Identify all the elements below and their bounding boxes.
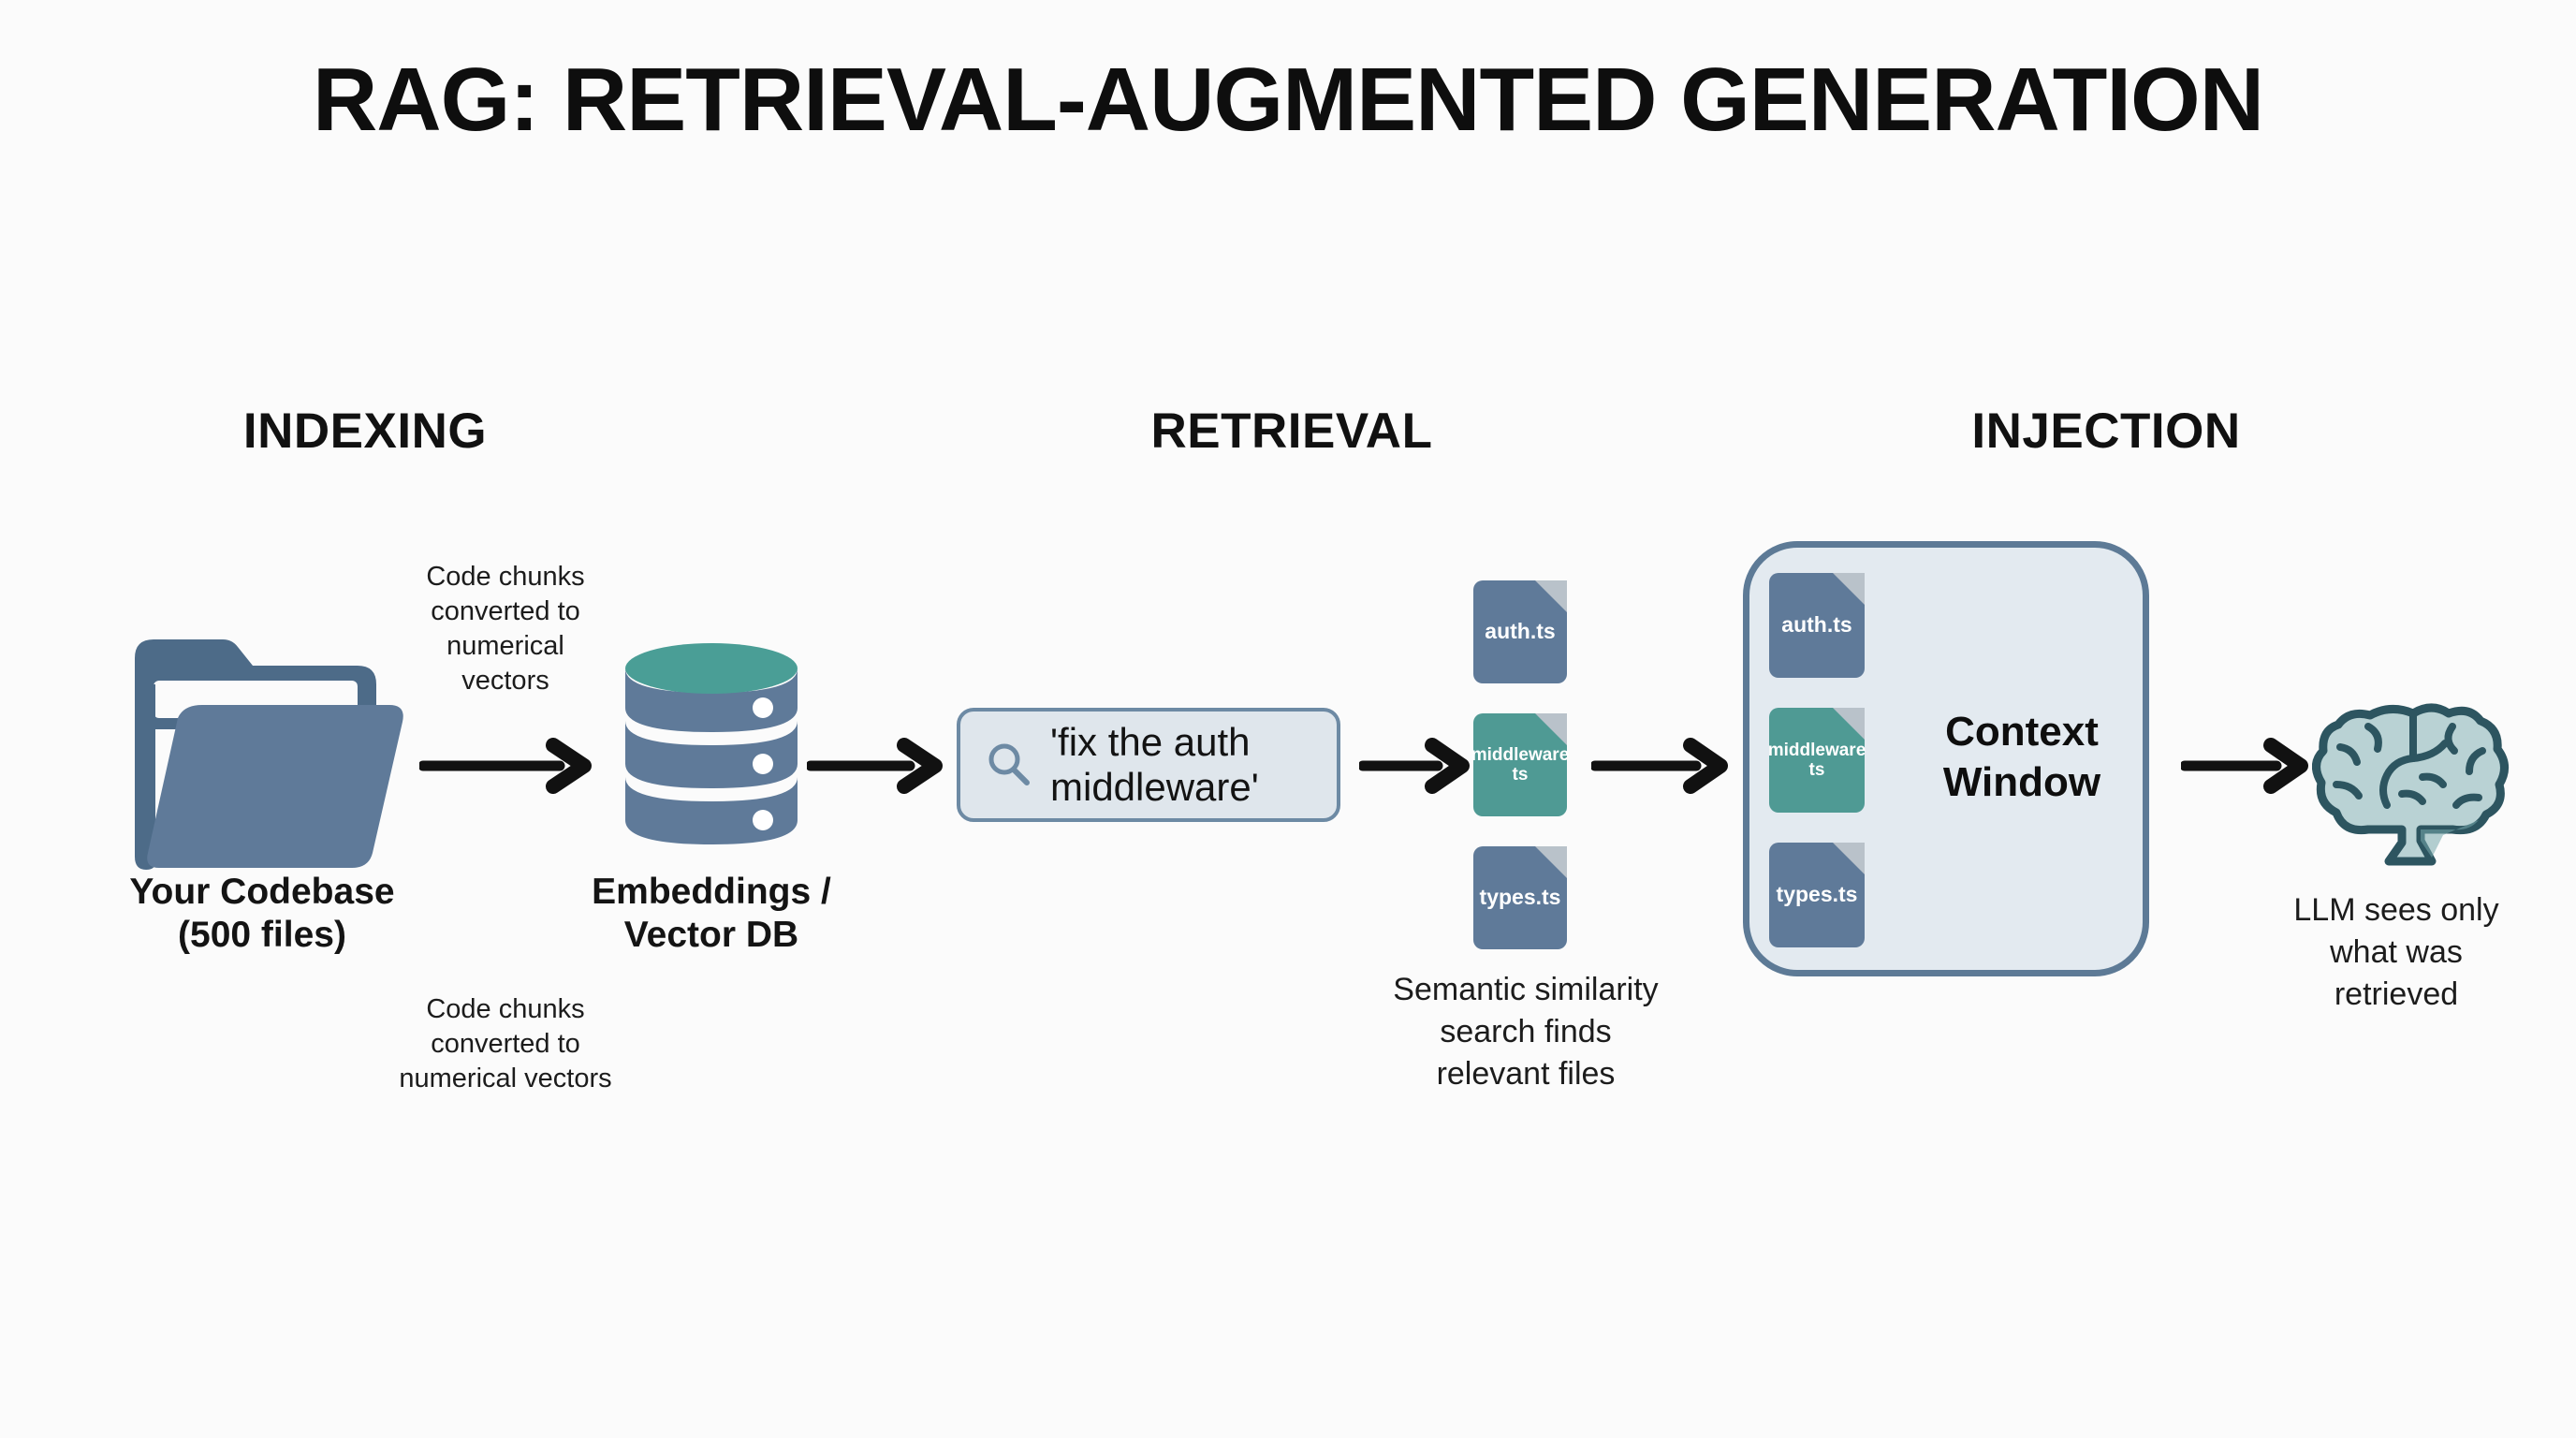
arrow-folder-to-db (419, 738, 597, 794)
page-fold-corner (1833, 708, 1865, 744)
caption-llm-note: LLM sees only what was retrieved (2237, 889, 2555, 1017)
database-icon (618, 637, 805, 857)
query-search-box[interactable]: 'fix the auth middleware' (957, 708, 1340, 822)
context-file-name: auth.ts (1778, 612, 1855, 638)
retrieved-file-card-highlighted[interactable]: middleware ts (1471, 713, 1569, 816)
caption-line: relevant files (1436, 1056, 1616, 1093)
file-name-line1: auth.ts (1781, 612, 1852, 638)
retrieved-file-name: middleware ts (1468, 745, 1573, 785)
caption-indexing-bottom: Code chunks converted to numerical vecto… (360, 992, 651, 1096)
retrieved-file-name: auth.ts (1481, 619, 1559, 644)
caption-line: converted to (431, 596, 580, 627)
file-name-line1: types.ts (1479, 885, 1561, 910)
file-name-line1: middleware (1767, 740, 1866, 760)
retrieved-file-name: types.ts (1476, 885, 1565, 910)
arrow-db-to-query (807, 738, 947, 794)
caption-line: LLM sees only (2293, 892, 2499, 928)
caption-line: vectors (461, 666, 549, 697)
page-fold-corner (1833, 573, 1865, 609)
page-fold-corner (1535, 713, 1567, 750)
file-name-line1: auth.ts (1485, 619, 1556, 644)
retrieved-file-card[interactable]: types.ts (1473, 846, 1567, 949)
arrow-query-to-files (1359, 738, 1471, 794)
context-file-card[interactable]: auth.ts (1769, 573, 1865, 678)
context-window-title-line2: Window (1942, 758, 2101, 805)
file-name-line1: middleware (1471, 744, 1570, 765)
vector-db-label: Embeddings / Vector DB (524, 871, 899, 957)
retrieved-file-card[interactable]: auth.ts (1473, 580, 1567, 683)
arrow-context-to-llm (2181, 738, 2312, 794)
caption-line: numerical (446, 631, 564, 662)
codebase-label: Your Codebase (500 files) (56, 871, 468, 957)
vector-db-label-line2: Vector DB (623, 915, 799, 956)
caption-line: numerical vectors (399, 1064, 612, 1094)
caption-line: what was (2330, 934, 2463, 971)
stage-header-injection: INJECTION (1971, 404, 2241, 459)
caption-retrieval-note: Semantic similarity search finds relevan… (1339, 969, 1713, 1096)
caption-line: search finds (1440, 1014, 1612, 1050)
context-window-title-line1: Context (1945, 709, 2099, 755)
context-file-name: middleware ts (1764, 741, 1870, 781)
query-text-line1: 'fix the auth (1050, 720, 1251, 765)
page-fold-corner (1535, 846, 1567, 883)
page-fold-corner (1833, 843, 1865, 879)
context-file-card[interactable]: types.ts (1769, 843, 1865, 947)
context-window-title: Context Window (1900, 707, 2144, 807)
query-text: 'fix the auth middleware' (1050, 720, 1259, 810)
caption-line: converted to (431, 1029, 580, 1060)
file-name-line2: ts (1512, 765, 1529, 785)
codebase-label-line1: Your Codebase (129, 872, 395, 912)
file-name-line2: ts (1808, 760, 1825, 780)
stage-header-retrieval: RETRIEVAL (1150, 404, 1433, 459)
page-fold-corner (1535, 580, 1567, 617)
vector-db-label-line1: Embeddings / (592, 872, 831, 912)
search-icon (985, 741, 1033, 789)
page-title: RAG: RETRIEVAL-AUGMENTED GENERATION (312, 50, 2264, 150)
file-name-line1: types.ts (1776, 882, 1858, 907)
context-file-card-highlighted[interactable]: middleware ts (1768, 708, 1866, 813)
caption-line: retrieved (2334, 976, 2459, 1013)
brain-icon (2312, 693, 2513, 885)
query-text-line2: middleware' (1050, 765, 1259, 809)
caption-line: Semantic similarity (1393, 972, 1659, 1007)
caption-line: Code chunks (426, 562, 585, 592)
arrow-files-to-context (1591, 738, 1732, 794)
caption-line: Code chunks (426, 994, 585, 1024)
context-file-name: types.ts (1773, 882, 1862, 907)
stage-header-indexing: INDEXING (242, 404, 488, 459)
caption-indexing-top: Code chunks converted to numerical vecto… (365, 560, 646, 698)
open-folder-icon (122, 632, 412, 880)
codebase-label-line2: (500 files) (178, 915, 346, 956)
